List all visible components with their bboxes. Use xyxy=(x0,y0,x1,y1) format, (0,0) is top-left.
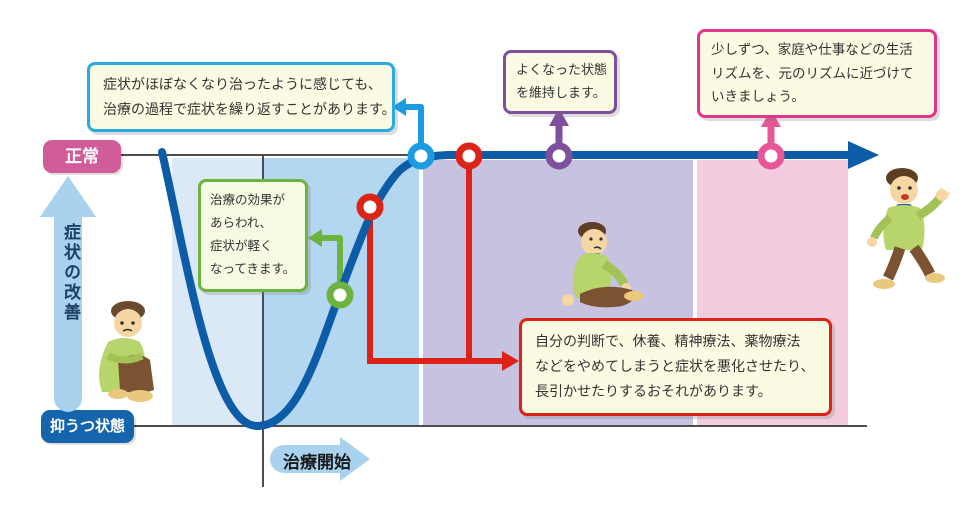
normal-level-line xyxy=(118,154,434,156)
callout-rhythm-line: 少しずつ、家庭や仕事などの生活 xyxy=(711,42,913,57)
effect-connector xyxy=(308,229,343,285)
baseline xyxy=(50,425,867,427)
marker-almost-recovered xyxy=(407,142,435,170)
relapse-connector xyxy=(392,98,424,145)
callout-effect-line: あらわれ、 xyxy=(210,216,273,231)
marker-treatment-effect xyxy=(326,281,354,309)
treatment-start-axis-line xyxy=(262,155,264,487)
callout-effect-line: 治療の効果が xyxy=(210,193,286,207)
callout-life-rhythm: 少しずつ、家庭や仕事などの生活 リズムを、元のリズムに近づけて いきましょう。 xyxy=(697,29,937,118)
callout-relapse-line: 症状がほぼなくなり治ったように感じても、 xyxy=(103,76,382,92)
callout-warning-line: 長引かせたりするおそれがあります。 xyxy=(535,383,772,400)
marker-interruption-1 xyxy=(356,193,384,221)
recovering-person-illustration xyxy=(562,222,644,308)
callout-maintain-line: よくなった状態 xyxy=(516,62,608,77)
treatment-start-label: 治療開始 xyxy=(283,453,351,472)
treatment-start-arrow-body xyxy=(270,445,340,473)
depressed-level-badge: 抑うつ状態 xyxy=(41,410,134,443)
callout-rhythm-line: いきましょう。 xyxy=(711,89,805,105)
callout-relapse-line: 治療の過程で症状を繰り返すことがあります。 xyxy=(103,101,396,118)
improvement-arrow-head xyxy=(40,176,96,217)
callout-relapse: 症状がほぼなくなり治ったように感じても、 治療の過程で症状を繰り返すことがありま… xyxy=(87,62,396,133)
improvement-arrow-shaft xyxy=(54,215,82,412)
callout-maintain-line: を維持します。 xyxy=(516,84,606,100)
interruption-connector xyxy=(367,168,519,371)
recovery-curve xyxy=(158,141,879,431)
callout-interruption-warning: 自分の判断で、休養、精神療法、薬物療法 などをやめてしまうと症状を悪化させたり、… xyxy=(519,318,832,416)
marker-interruption-2 xyxy=(455,142,483,170)
depressed-person-illustration xyxy=(99,301,154,402)
callout-effect-line: 症状が軽く xyxy=(210,239,273,254)
treatment-start-arrow-head xyxy=(340,437,370,481)
improvement-axis-label: 症状の改善 xyxy=(61,223,80,323)
marker-life-rhythm xyxy=(757,142,785,170)
callout-warning-line: 自分の判断で、休養、精神療法、薬物療法 xyxy=(535,333,801,349)
callout-maintain-state: よくなった状態 を維持します。 xyxy=(503,50,617,114)
callout-rhythm-line: リズムを、元のリズムに近づけて xyxy=(711,65,914,81)
callout-effect-line: なってきます。 xyxy=(210,262,296,277)
curve-arrowhead xyxy=(848,141,879,169)
marker-maintain xyxy=(545,142,573,170)
maintain-connector xyxy=(549,108,569,146)
callout-treatment-effect: 治療の効果が あらわれ、 症状が軽く なってきます。 xyxy=(198,179,308,292)
normal-level-badge: 正常 xyxy=(43,140,121,173)
callout-warning-line: などをやめてしまうと症状を悪化させたり、 xyxy=(535,358,815,375)
recovered-person-illustration xyxy=(867,168,951,289)
